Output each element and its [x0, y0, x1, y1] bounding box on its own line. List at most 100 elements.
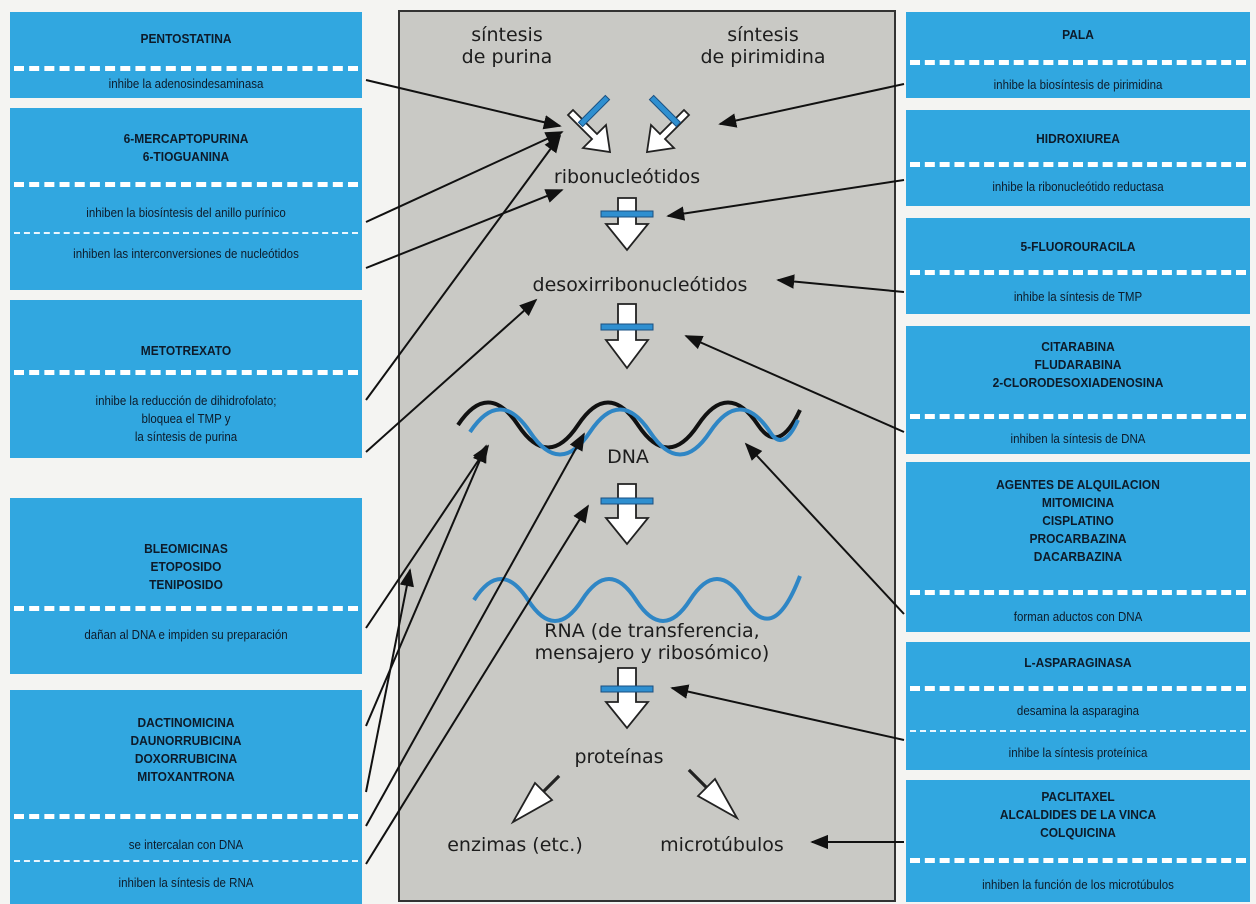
- dna-helix: [456, 400, 802, 457]
- arrow-fluorouracila: [776, 274, 905, 293]
- drug-label: CITARABINA: [1041, 339, 1115, 354]
- divider: [14, 606, 358, 611]
- divider: [910, 270, 1246, 275]
- effect-label: inhiben la síntesis de DNA: [1010, 432, 1146, 446]
- arrow-6mp-2: [365, 189, 564, 269]
- drug-label: DACARBAZINA: [1033, 549, 1123, 564]
- arrow-6mp-1: [365, 131, 564, 223]
- label-rna: RNA (de transferencia,mensajero y ribosó…: [534, 620, 770, 664]
- drug-label: ALCALDIDES DE LA VINCA: [999, 807, 1157, 822]
- right-panel-asparaginasa: L-ASPARAGINASA desamina la asparagina in…: [906, 642, 1250, 770]
- arrow-dna: [604, 483, 650, 546]
- drug-label: AGENTES DE ALQUILACION: [996, 477, 1160, 492]
- drug-label: 6-TIOGUANINA: [142, 149, 230, 164]
- arrow-alquilacion: [744, 442, 905, 615]
- divider: [910, 590, 1246, 595]
- right-panel-citarabina: CITARABINA FLUDARABINA 2-CLORODESOXIADEN…: [906, 326, 1250, 454]
- block-bar-pirimidina: [648, 94, 682, 128]
- drug-label: PENTOSTATINA: [140, 31, 232, 46]
- arrow-pentostatina: [365, 79, 562, 130]
- effect-label: dañan al DNA e impiden su preparación: [84, 628, 288, 642]
- effect-label: inhiben la función de los microtúbulos: [982, 878, 1174, 892]
- arrow-citarabina: [684, 335, 905, 433]
- label-dna: DNA: [607, 446, 649, 468]
- divider: [14, 232, 358, 234]
- drug-label: PROCARBAZINA: [1029, 531, 1127, 546]
- drug-label: MITOXANTRONA: [137, 769, 235, 784]
- right-panel-pala: PALA inhibe la biosíntesis de pirimidina: [906, 12, 1250, 98]
- label-desoxirribonucleotidos: desoxirribonucleótidos: [532, 274, 748, 296]
- flow-arrows: [510, 108, 740, 825]
- arrow-purina: [566, 108, 612, 154]
- label-ribonucleotidos: ribonucleótidos: [553, 166, 701, 188]
- drug-label: PACLITAXEL: [1041, 789, 1115, 804]
- drug-label: MITOMICINA: [1041, 495, 1115, 510]
- effect-label: inhibe la reducción de dihidrofolato;: [95, 394, 277, 408]
- arrow-dactino-1: [365, 444, 487, 727]
- effect-label: inhiben la biosíntesis del anillo puríni…: [86, 206, 286, 220]
- drug-label: DACTINOMICINA: [137, 715, 235, 730]
- arrow-rna: [604, 667, 650, 730]
- drug-label: 5-FLUOROURACILA: [1020, 239, 1136, 254]
- block-bar-rna: [600, 685, 654, 693]
- left-panel-bleomicinas: BLEOMICINAS ETOPOSIDO TENIPOSIDO dañan a…: [10, 498, 362, 674]
- arrow-bleomicinas: [365, 444, 490, 629]
- effect-label: bloquea el TMP y: [141, 412, 231, 426]
- right-panel-alquilacion: AGENTES DE ALQUILACION MITOMICINA CISPLA…: [906, 462, 1250, 632]
- effect-label: inhibe la biosíntesis de pirimidina: [993, 78, 1163, 92]
- drug-label: CISPLATINO: [1042, 513, 1114, 528]
- effect-label: inhibe la adenosindesaminasa: [108, 77, 264, 91]
- drug-label: 6-MERCAPTOPURINA: [123, 131, 249, 146]
- drug-label: BLEOMICINAS: [144, 541, 228, 556]
- divider: [14, 860, 358, 862]
- label-microtubulos: microtúbulos: [660, 834, 784, 856]
- right-panel-paclitaxel: PACLITAXEL ALCALDIDES DE LA VINCA COLQUI…: [906, 780, 1250, 902]
- drug-label: PALA: [1062, 27, 1094, 42]
- effect-label: inhiben la síntesis de RNA: [118, 876, 254, 890]
- arrow-ribo: [604, 197, 650, 252]
- dna-strand-blue: [468, 407, 800, 457]
- drug-label: TENIPOSIDO: [149, 577, 223, 592]
- divider: [14, 182, 358, 187]
- effect-label: inhibe la síntesis proteínica: [1008, 746, 1148, 760]
- arrow-microtubulos: [687, 768, 740, 821]
- divider: [14, 814, 358, 819]
- effect-label: se intercalan con DNA: [128, 838, 244, 852]
- left-panel-pentostatina: PENTOSTATINA inhibe la adenosindesaminas…: [10, 12, 362, 98]
- drug-label: FLUDARABINA: [1034, 357, 1122, 372]
- arrow-pala: [718, 83, 905, 128]
- effect-label: inhibe la ribonucleótido reductasa: [992, 180, 1164, 194]
- divider: [910, 414, 1246, 419]
- drug-label: DAUNORRUBICINA: [130, 733, 242, 748]
- divider: [910, 858, 1246, 863]
- drug-label: HIDROXIUREA: [1036, 131, 1120, 146]
- arrow-metotrexato-1: [365, 134, 562, 401]
- drug-label: 2-CLORODESOXIADENOSINA: [992, 375, 1164, 390]
- rna-strand: [472, 575, 802, 623]
- drug-label: METOTREXATO: [140, 343, 232, 358]
- inhibition-bars: [577, 94, 682, 693]
- arrow-hidroxiurea: [666, 179, 905, 221]
- arrow-dactino-2: [365, 568, 414, 793]
- left-panel-mercaptopurina: 6-MERCAPTOPURINA 6-TIOGUANINA inhiben la…: [10, 108, 362, 290]
- drug-label: ETOPOSIDO: [150, 559, 222, 574]
- effect-label: forman aductos con DNA: [1013, 610, 1143, 624]
- drug-label: COLQUICINA: [1040, 825, 1116, 840]
- block-bar-purina: [577, 94, 611, 128]
- right-panel-fluorouracila: 5-FLUOROURACILA inhibe la síntesis de TM…: [906, 218, 1250, 314]
- arrow-desoxi: [604, 303, 650, 370]
- arrow-dactino-3: [365, 432, 585, 827]
- drug-label: L-ASPARAGINASA: [1024, 655, 1132, 670]
- right-panel-hidroxiurea: HIDROXIUREA inhibe la ribonucleótido red…: [906, 110, 1250, 206]
- effect-label: inhibe la síntesis de TMP: [1013, 290, 1143, 304]
- left-panel-dactinomicina: DACTINOMICINA DAUNORRUBICINA DOXORRUBICI…: [10, 690, 362, 904]
- block-bar-desoxi: [600, 323, 654, 331]
- effect-label: inhiben las interconversiones de nucleót…: [73, 247, 299, 261]
- effect-label: desamina la asparagina: [1016, 704, 1140, 718]
- dna-strand-black: [456, 400, 802, 450]
- drug-label: DOXORRUBICINA: [134, 751, 238, 766]
- left-panel-metotrexato: METOTREXATO inhibe la reducción de dihid…: [10, 300, 362, 458]
- label-proteinas: proteínas: [574, 746, 664, 768]
